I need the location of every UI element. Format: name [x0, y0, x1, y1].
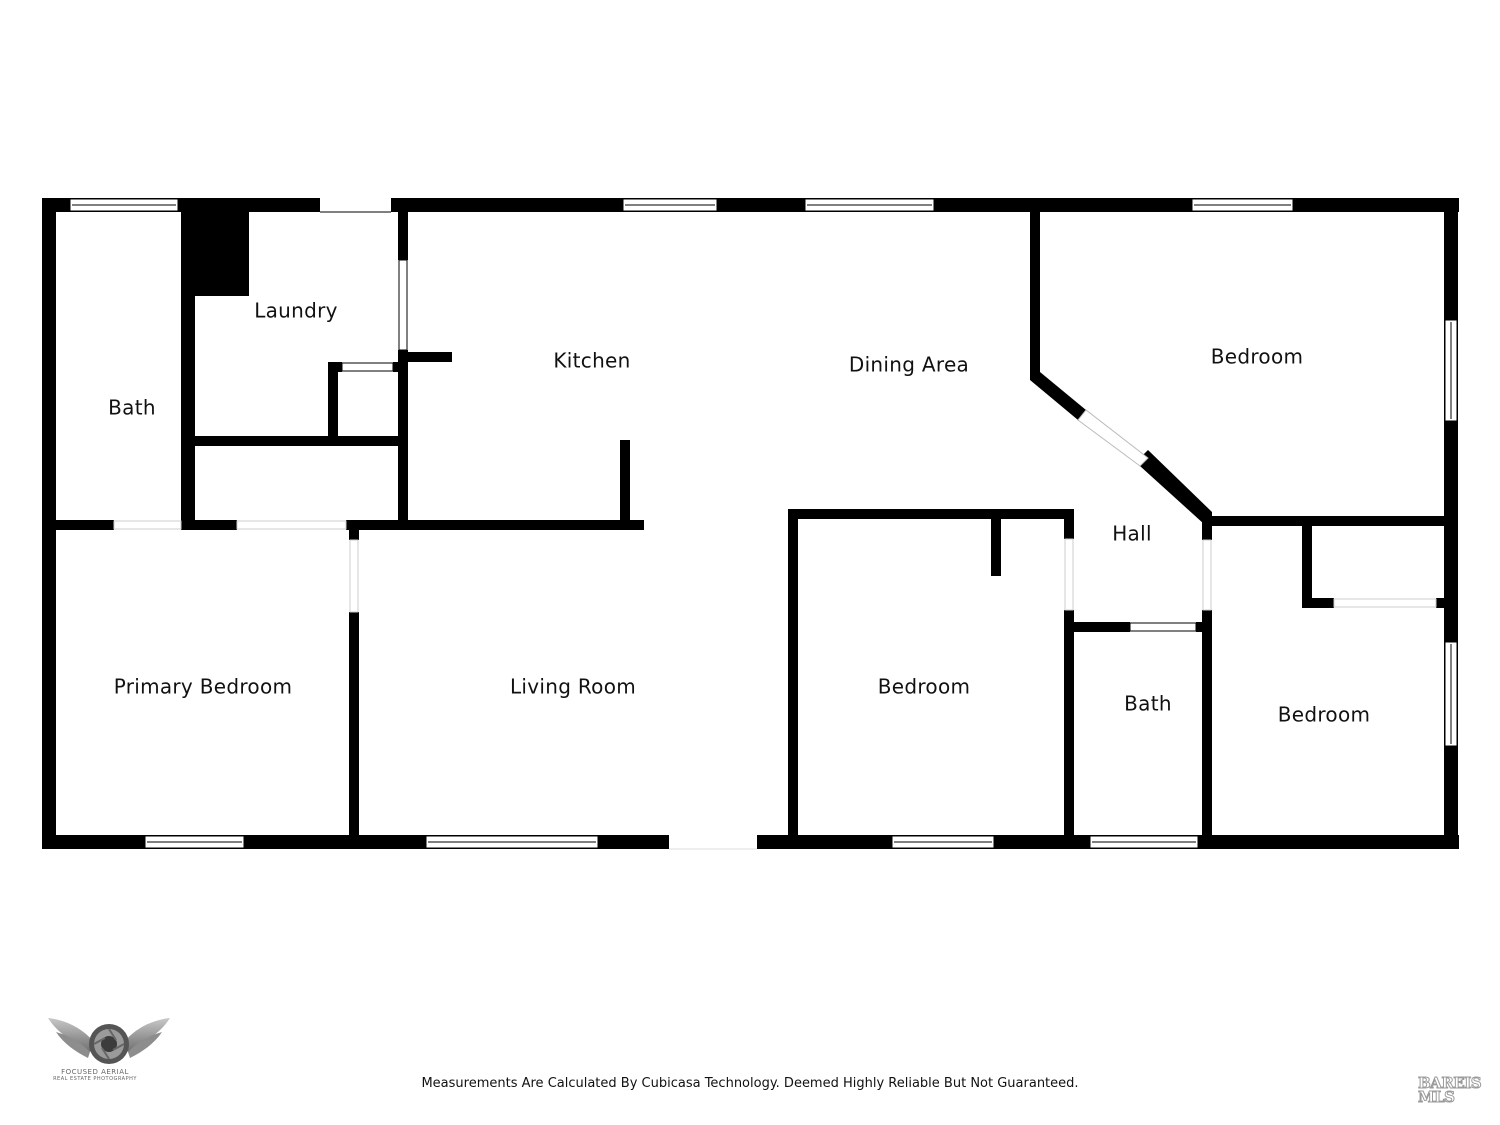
measurement-disclaimer: Measurements Are Calculated By Cubicasa … [421, 1076, 1079, 1091]
windows [69, 198, 1458, 849]
window [1444, 641, 1458, 747]
room-label-dining-area: Dining Area [849, 353, 969, 377]
logo-name: FOCUSED AERIAL [61, 1068, 129, 1076]
room-label-bath: Bath [108, 396, 156, 420]
mls-watermark: BAREIS MLS [1417, 1074, 1494, 1106]
focused-aerial-logo [48, 1018, 170, 1064]
room-label-bedroom: Bedroom [1211, 345, 1304, 369]
door-openings [113, 198, 1437, 850]
room-label-bedroom: Bedroom [1278, 703, 1371, 727]
room-labels: Bath Laundry Kitchen Dining Area Bedroom… [108, 299, 1370, 727]
window [425, 835, 599, 849]
window [1191, 198, 1294, 212]
window [622, 198, 718, 212]
interior-walls [56, 198, 1448, 835]
room-label-hall: Hall [1112, 522, 1152, 546]
window [144, 835, 245, 849]
window [1444, 319, 1458, 422]
window [69, 198, 179, 212]
window [1089, 835, 1199, 849]
mls-mark-text: BAREIS MLS [1417, 1074, 1482, 1106]
room-label-living-room: Living Room [510, 675, 636, 699]
window [804, 198, 935, 212]
room-label-bedroom: Bedroom [878, 675, 971, 699]
room-label-primary-bedroom: Primary Bedroom [114, 675, 293, 699]
room-label-kitchen: Kitchen [553, 349, 630, 373]
logo-subtitle: REAL ESTATE PHOTOGRAPHY [53, 1076, 137, 1082]
window [891, 835, 995, 849]
room-label-laundry: Laundry [254, 299, 338, 323]
room-label-bath: Bath [1124, 692, 1172, 716]
logo-caption: FOCUSED AERIAL REAL ESTATE PHOTOGRAPHY [44, 1068, 146, 1082]
